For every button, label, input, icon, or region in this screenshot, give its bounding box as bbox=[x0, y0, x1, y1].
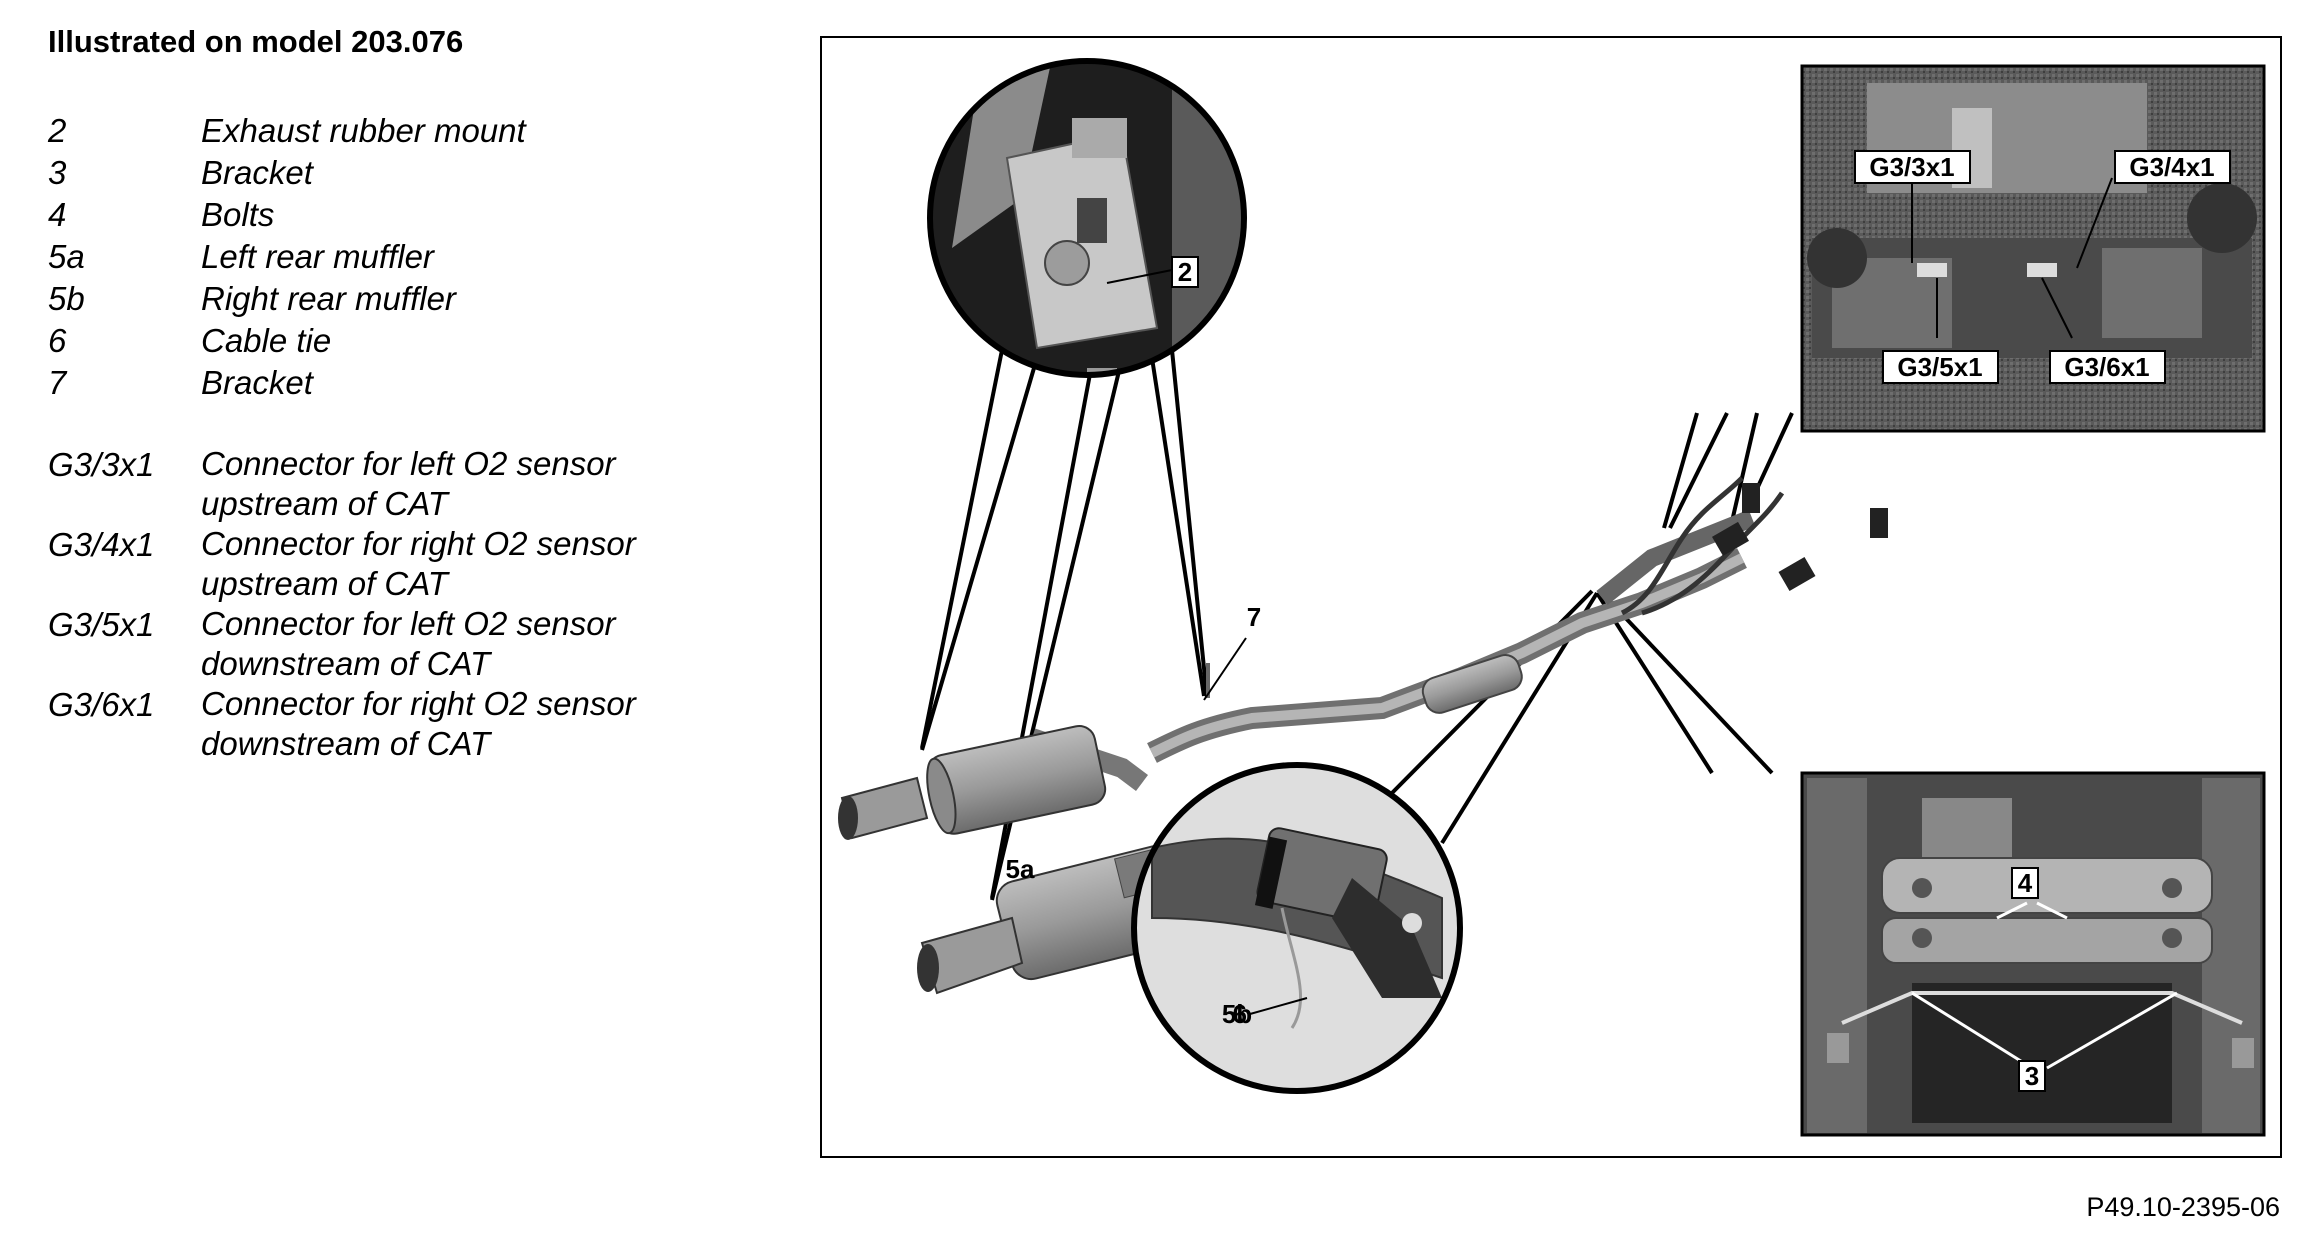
label-6: 6 bbox=[1233, 999, 1247, 1029]
connector-code: G3/4x1 bbox=[48, 526, 155, 563]
legend-item: 5b Right rear muffler bbox=[48, 278, 701, 320]
legend-code: 3 bbox=[48, 154, 67, 191]
detail-circle-6 bbox=[1131, 762, 1463, 1094]
legend-code: 5a bbox=[48, 238, 85, 275]
label-g3-5x1: G3/5x1 bbox=[1897, 352, 1982, 382]
label-3: 3 bbox=[2025, 1061, 2039, 1091]
legend-desc: Bracket bbox=[201, 154, 313, 191]
label-7: 7 bbox=[1247, 602, 1261, 632]
connector-code: G3/5x1 bbox=[48, 606, 155, 643]
legend-desc: Exhaust rubber mount bbox=[201, 112, 526, 149]
legend-code: 4 bbox=[48, 196, 67, 233]
legend-desc: Right rear muffler bbox=[201, 280, 456, 317]
label-g3-3x1: G3/3x1 bbox=[1869, 152, 1954, 182]
connector-photo bbox=[1800, 64, 2266, 433]
exhaust-diagram: 2 5a 5b 7 6 4 3 G3/3x1 G3/4x1 G3/5x1 G3/… bbox=[838, 58, 2266, 1137]
legend-desc: Bolts bbox=[201, 196, 275, 233]
page-title: Illustrated on model 203.076 bbox=[48, 24, 464, 59]
label-4: 4 bbox=[2018, 868, 2033, 898]
legend-code: 6 bbox=[48, 322, 67, 359]
label-2: 2 bbox=[1178, 257, 1192, 287]
legend-item: 4 Bolts bbox=[48, 194, 701, 236]
detail-circle-2 bbox=[927, 58, 1247, 378]
connector-code: G3/3x1 bbox=[48, 446, 155, 483]
legend-item: 3 Bracket bbox=[48, 152, 701, 194]
legend-code: 2 bbox=[48, 112, 67, 149]
legend-code: 7 bbox=[48, 364, 67, 401]
label-g3-4x1: G3/4x1 bbox=[2129, 152, 2214, 182]
legend-desc: Cable tie bbox=[201, 322, 332, 359]
legend-item: 2 Exhaust rubber mount bbox=[48, 110, 701, 152]
figure-reference: P49.10-2395-06 bbox=[2086, 1192, 2280, 1222]
legend-item: 5a Left rear muffler bbox=[48, 236, 701, 278]
legend-item: 7 Bracket bbox=[48, 362, 701, 404]
legend-desc: Bracket bbox=[201, 364, 313, 401]
connector-code: G3/6x1 bbox=[48, 686, 155, 723]
diagram-frame: 2 5a 5b 7 6 4 3 G3/3x1 G3/4x1 G3/5x1 G3/… bbox=[820, 36, 2282, 1158]
legend-code: 5b bbox=[48, 280, 85, 317]
legend-item: 6 Cable tie bbox=[48, 320, 701, 362]
legend-desc: Left rear muffler bbox=[201, 238, 434, 275]
label-g3-6x1: G3/6x1 bbox=[2064, 352, 2149, 382]
label-5b: 5b bbox=[1222, 999, 1252, 1029]
label-5a: 5a bbox=[1006, 854, 1035, 884]
